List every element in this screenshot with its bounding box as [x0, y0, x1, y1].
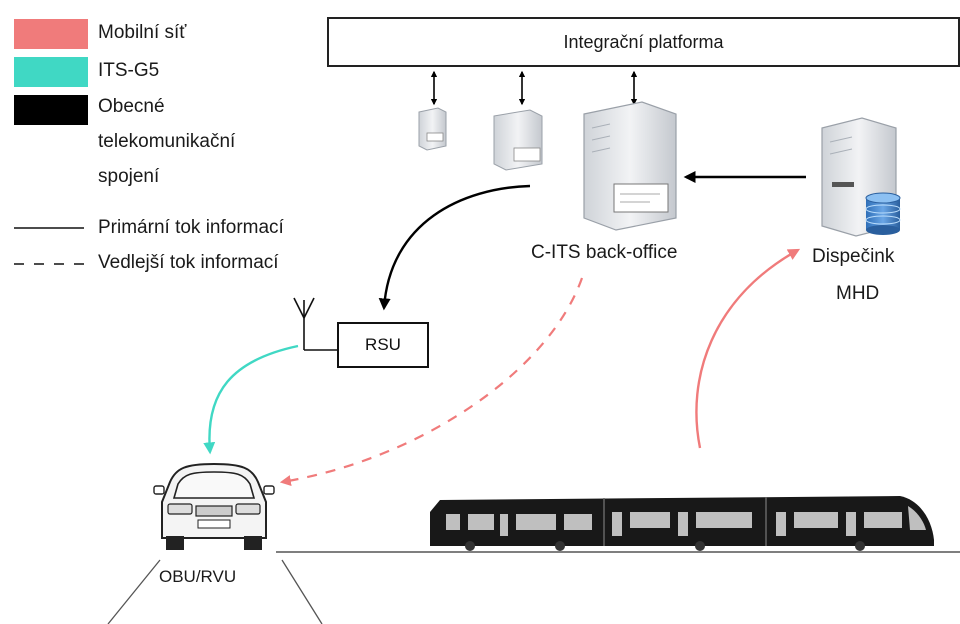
dispatch-label-line1: Dispečink — [812, 246, 895, 267]
legend-swatch-mobile — [14, 19, 88, 49]
backoffice-to-rsu-arrow — [378, 184, 531, 311]
backoffice-label: C-ITS back-office — [531, 242, 678, 263]
legend-label-general-2: telekomunikační — [98, 131, 236, 152]
vehicle-label: OBU/RVU — [159, 567, 237, 586]
road-line-right — [281, 559, 323, 624]
legend-label-mobile: Mobilní síť — [98, 22, 187, 43]
tram-icon — [430, 496, 934, 551]
rsu-to-vehicle-arrow — [203, 344, 299, 455]
legend-label-general-1: Obecné — [98, 96, 165, 117]
server-icon — [418, 107, 447, 151]
dispatch-label-line2: MHD — [836, 283, 880, 304]
backoffice-to-vehicle-dashed-arrow — [279, 277, 584, 486]
car-icon — [153, 462, 275, 550]
integration-platform-box: Integrační platforma — [327, 17, 960, 67]
antenna-icon — [293, 297, 337, 351]
legend-swatch-general — [14, 95, 88, 125]
legend-label-primary-flow: Primární tok informací — [98, 217, 284, 238]
legend-label-its-g5: ITS-G5 — [98, 60, 160, 81]
rsu-box: RSU — [337, 322, 429, 368]
database-icon — [865, 192, 901, 235]
legend-swatch-its-g5 — [14, 57, 88, 87]
legend-label-secondary-flow: Vedlejší tok informací — [98, 252, 279, 273]
legend-label-general-3: spojení — [98, 166, 160, 187]
tram-to-dispatch-arrow — [695, 248, 801, 449]
server-icon — [493, 109, 543, 171]
road-line-left — [107, 559, 161, 624]
server-icon — [583, 101, 677, 231]
integration-platform-label: Integrační platforma — [563, 32, 724, 52]
